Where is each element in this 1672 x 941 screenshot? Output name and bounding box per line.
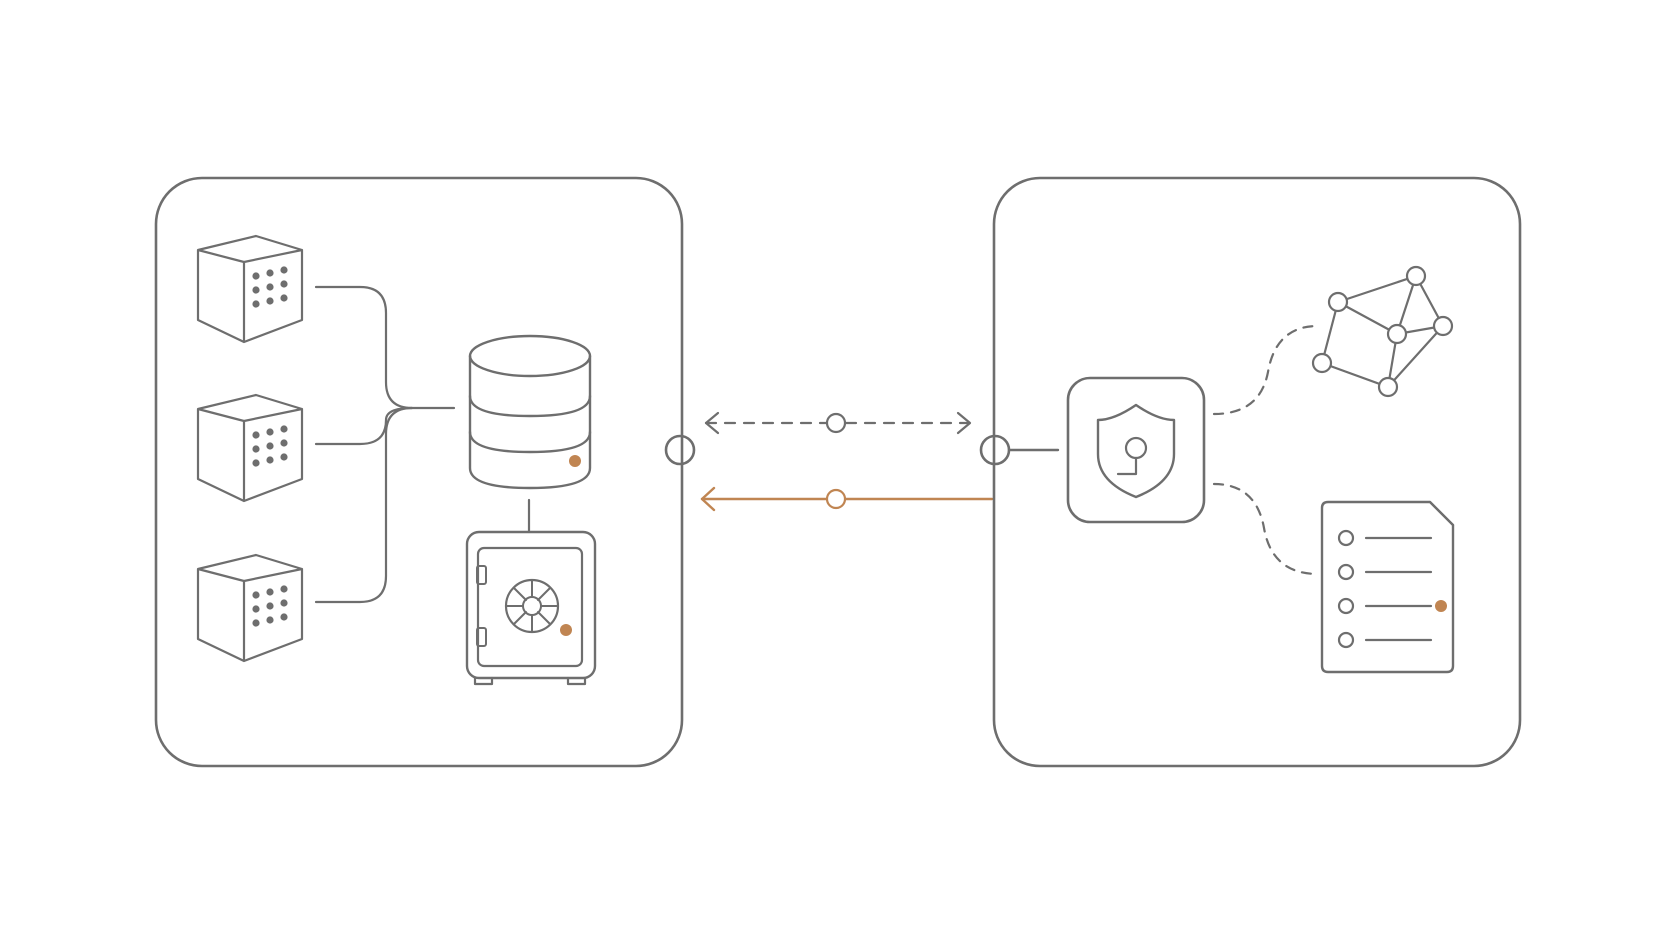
- safe-status-dot: [560, 624, 572, 636]
- server-indicator-dot: [280, 453, 288, 461]
- server-cube-icon: [196, 553, 304, 663]
- server-indicator-dot: [266, 269, 274, 277]
- server-indicator-dot: [252, 605, 260, 613]
- left-panel-port: [664, 434, 696, 466]
- return-accent-connection: [700, 486, 994, 512]
- database-status-dot: [569, 455, 581, 467]
- checklist-document-icon: [1320, 500, 1455, 674]
- server-indicator-dot: [280, 425, 288, 433]
- server-indicator-dot: [252, 619, 260, 627]
- server-indicator-dot: [266, 588, 274, 596]
- cube-to-database-connectors: [314, 285, 456, 604]
- server-indicator-dot: [252, 591, 260, 599]
- server-indicator-dot: [266, 283, 274, 291]
- server-indicator-dot: [280, 266, 288, 274]
- server-indicator-dot: [280, 599, 288, 607]
- left-panel: [154, 176, 696, 768]
- server-indicator-dot: [280, 613, 288, 621]
- server-indicator-dot: [266, 442, 274, 450]
- server-indicator-dot: [266, 602, 274, 610]
- network-graph-icon: [1311, 265, 1454, 398]
- server-indicator-dot: [252, 300, 260, 308]
- server-cube-icon: [196, 393, 304, 503]
- server-indicator-dot: [280, 280, 288, 288]
- server-indicator-dot: [266, 428, 274, 436]
- shield-keyhole-icon: [1066, 376, 1206, 524]
- bidirectional-dashed-connection: [704, 411, 972, 435]
- server-indicator-dot: [252, 272, 260, 280]
- server-indicator-dot: [252, 286, 260, 294]
- server-indicator-dot: [266, 616, 274, 624]
- server-indicator-dot: [280, 439, 288, 447]
- right-panel: [979, 176, 1522, 768]
- server-indicator-dot: [252, 445, 260, 453]
- server-indicator-dot: [252, 459, 260, 467]
- server-indicator-dot: [280, 585, 288, 593]
- server-indicator-dot: [266, 297, 274, 305]
- server-indicator-dot: [252, 431, 260, 439]
- server-cube-icon: [196, 234, 304, 344]
- document-status-dot: [1435, 600, 1447, 612]
- server-indicator-dot: [266, 456, 274, 464]
- safe-vault-icon: [465, 530, 597, 686]
- database-icon: [468, 334, 592, 490]
- server-indicator-dot: [280, 294, 288, 302]
